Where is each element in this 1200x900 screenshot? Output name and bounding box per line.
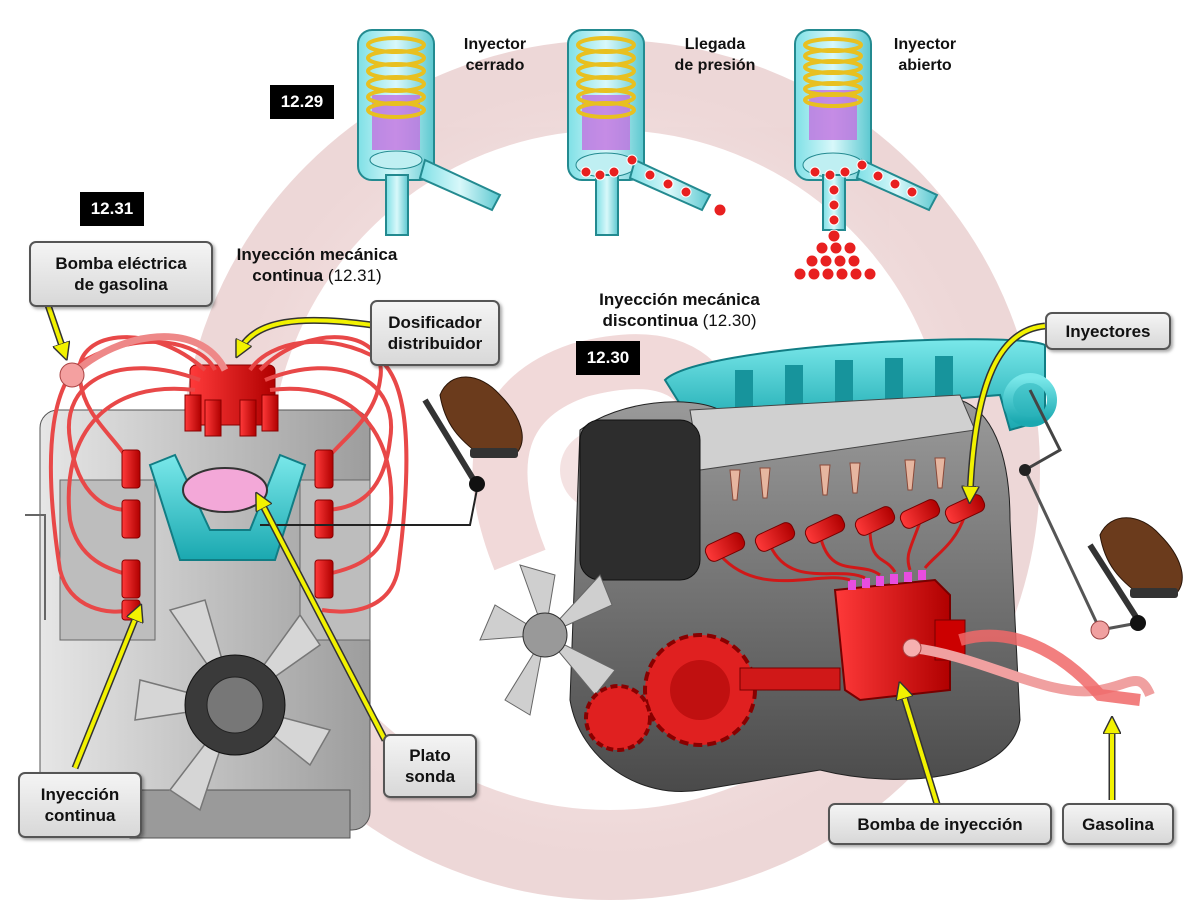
- figure-tag-12-30: 12.30: [576, 341, 640, 375]
- arrow-bomba-inyeccion: [902, 690, 939, 805]
- callout-bomba-electrica: Bomba eléctrica de gasolina: [29, 241, 213, 307]
- arrow-bomba-electrica: [46, 304, 64, 352]
- heading-discontinuous-injection: Inyección mecánica discontinua (12.30): [599, 290, 760, 330]
- callout-dosificador-distribuidor: Dosificador distribuidor: [370, 300, 500, 366]
- callout-plato-sonda: Plato sonda: [383, 734, 477, 798]
- label-inyector-abierto: Inyector abierto: [893, 36, 957, 74]
- figure-tag-12-31: 12.31: [80, 192, 144, 226]
- callout-inyeccion-continua: Inyección continua: [18, 772, 142, 838]
- callout-gasolina: Gasolina: [1062, 803, 1174, 845]
- shoe-icon: [1099, 517, 1183, 598]
- injector-closed-illustration: [357, 29, 502, 236]
- label-inyector-cerrado: Inyector cerrado: [463, 36, 527, 74]
- callout-bomba-inyeccion: Bomba de inyección: [828, 803, 1052, 845]
- arrow-inyectores: [970, 324, 1046, 495]
- arrow-plato-sonda: [260, 500, 387, 741]
- figure-tag-12-29: 12.29: [270, 85, 334, 119]
- injector-pressure-illustration: [567, 29, 727, 236]
- callout-inyectores: Inyectores: [1045, 312, 1171, 350]
- label-llegada-presion: Llegada de presión: [674, 36, 756, 74]
- arrow-dosificador: [240, 318, 373, 350]
- injector-open-illustration: [793, 29, 939, 281]
- shoe-icon: [439, 376, 523, 458]
- v8-engine-illustration: [25, 333, 523, 839]
- arrow-inyeccion-continua: [73, 612, 138, 769]
- inline-six-engine-illustration: [479, 338, 1183, 792]
- heading-continuous-injection: Inyección mecánica continua (12.31): [236, 245, 398, 285]
